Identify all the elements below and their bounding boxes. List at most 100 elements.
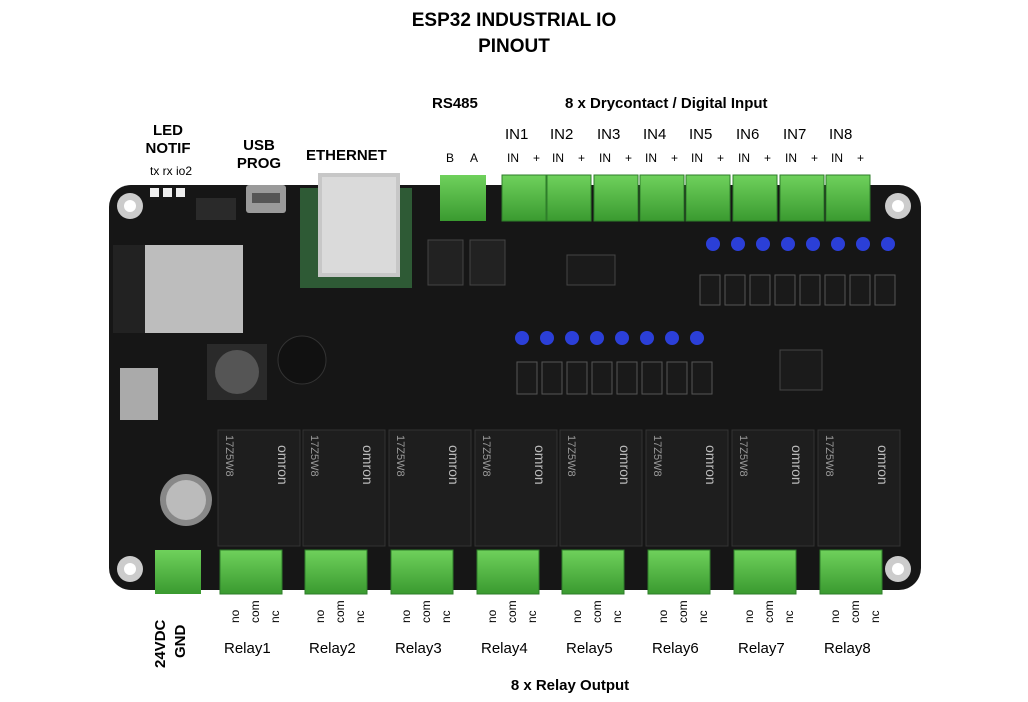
relay-6-nc-pin: nc	[696, 610, 710, 623]
optocoupler	[824, 274, 846, 306]
relay-2-com-pin: com	[333, 600, 347, 623]
relay	[559, 429, 643, 547]
relay-brand: omron	[360, 445, 376, 485]
input-terminal	[685, 174, 731, 222]
driver-transistor	[616, 361, 638, 395]
relay-5-no-pin: no	[570, 609, 584, 623]
input-terminal	[732, 174, 778, 222]
driver-transistor	[591, 361, 613, 395]
input-1-label: IN1	[505, 126, 529, 143]
relay	[474, 429, 558, 547]
rs485-terminal	[440, 175, 486, 221]
relay-code: 17Z5W8	[565, 435, 577, 477]
input-2-label: IN2	[550, 126, 574, 143]
driver-transistor	[691, 361, 713, 395]
input-5-label: IN5	[689, 126, 713, 143]
input-4-neg-pin: IN	[645, 151, 657, 165]
optocoupler	[799, 274, 821, 306]
relay-led-icon	[640, 331, 654, 345]
relay	[731, 429, 815, 547]
input-terminal	[593, 174, 639, 222]
relay	[302, 429, 386, 547]
relay-led-icon	[615, 331, 629, 345]
relay-code: 17Z5W8	[223, 435, 235, 477]
relay-5-label: Relay5	[566, 640, 613, 657]
rs485-b-label: B	[446, 151, 455, 165]
optocoupler	[774, 274, 796, 306]
relay-8-com-pin: com	[848, 600, 862, 623]
input-8-pos-pin: +	[857, 151, 865, 165]
relay-led-icon	[590, 331, 604, 345]
relay-4-com-pin: com	[505, 600, 519, 623]
relay-terminal	[304, 549, 368, 595]
page-title: ESP32 INDUSTRIAL IO	[411, 10, 617, 31]
input-7-label: IN7	[783, 126, 807, 143]
relay-terminal	[219, 549, 283, 595]
relay-4-no-pin: no	[485, 609, 499, 623]
led-pins-label: tx rx io2	[150, 164, 193, 178]
relay-6-label: Relay6	[652, 640, 699, 657]
relay	[817, 429, 901, 547]
relay-7-no-pin: no	[742, 609, 756, 623]
input-led-icon	[831, 237, 845, 251]
relay-8-label: Relay8	[824, 640, 871, 657]
mounting-hole-icon	[885, 556, 911, 582]
relay-terminal	[476, 549, 540, 595]
relay-3-com-pin: com	[419, 600, 433, 623]
input-8-label: IN8	[829, 126, 853, 143]
input-8-neg-pin: IN	[831, 151, 843, 165]
relay-4-label: Relay4	[481, 640, 528, 657]
relay-code: 17Z5W8	[823, 435, 835, 477]
relay-brand: omron	[617, 445, 633, 485]
relay-output-label: 8 x Relay Output	[510, 677, 630, 694]
input-7-neg-pin: IN	[785, 151, 797, 165]
input-terminal	[546, 174, 592, 222]
input-led-icon	[781, 237, 795, 251]
relay-led-icon	[565, 331, 579, 345]
mounting-hole-icon	[117, 193, 143, 219]
driver-transistor	[541, 361, 563, 395]
optocoupler	[849, 274, 871, 306]
relay-7-label: Relay7	[738, 640, 785, 657]
relay-led-icon	[515, 331, 529, 345]
power-24v-label: 24VDC	[152, 619, 169, 668]
relay-brand: omron	[875, 445, 891, 485]
relay-3-label: Relay3	[395, 640, 442, 657]
optocoupler	[699, 274, 721, 306]
input-6-neg-pin: IN	[738, 151, 750, 165]
relay-7-com-pin: com	[762, 600, 776, 623]
input-terminal	[501, 174, 547, 222]
relay-led-icon	[540, 331, 554, 345]
relay-2-no-pin: no	[313, 609, 327, 623]
relay-terminal	[819, 549, 883, 595]
input-led-icon	[881, 237, 895, 251]
relay-2-label: Relay2	[309, 640, 356, 657]
relay-brand: omron	[275, 445, 291, 485]
relay-5-com-pin: com	[590, 600, 604, 623]
input-1-neg-pin: IN	[507, 151, 519, 165]
relay-brand: omron	[446, 445, 462, 485]
mounting-hole-icon	[117, 556, 143, 582]
input-6-label: IN6	[736, 126, 760, 143]
relay-code: 17Z5W8	[480, 435, 492, 477]
power-terminal	[155, 550, 201, 594]
page-subtitle: PINOUT	[478, 36, 550, 57]
relay-6-com-pin: com	[676, 600, 690, 623]
relay	[388, 429, 472, 547]
relay-brand: omron	[789, 445, 805, 485]
input-terminal	[639, 174, 685, 222]
input-5-neg-pin: IN	[691, 151, 703, 165]
mounting-hole-icon	[885, 193, 911, 219]
input-terminal	[779, 174, 825, 222]
driver-transistor	[516, 361, 538, 395]
input-3-neg-pin: IN	[599, 151, 611, 165]
driver-transistor	[641, 361, 663, 395]
relay-1-no-pin: no	[228, 609, 242, 623]
input-3-pos-pin: +	[625, 151, 633, 165]
relay-code: 17Z5W8	[737, 435, 749, 477]
relay-terminal	[733, 549, 797, 595]
optocoupler	[874, 274, 896, 306]
relay	[645, 429, 729, 547]
input-led-icon	[731, 237, 745, 251]
